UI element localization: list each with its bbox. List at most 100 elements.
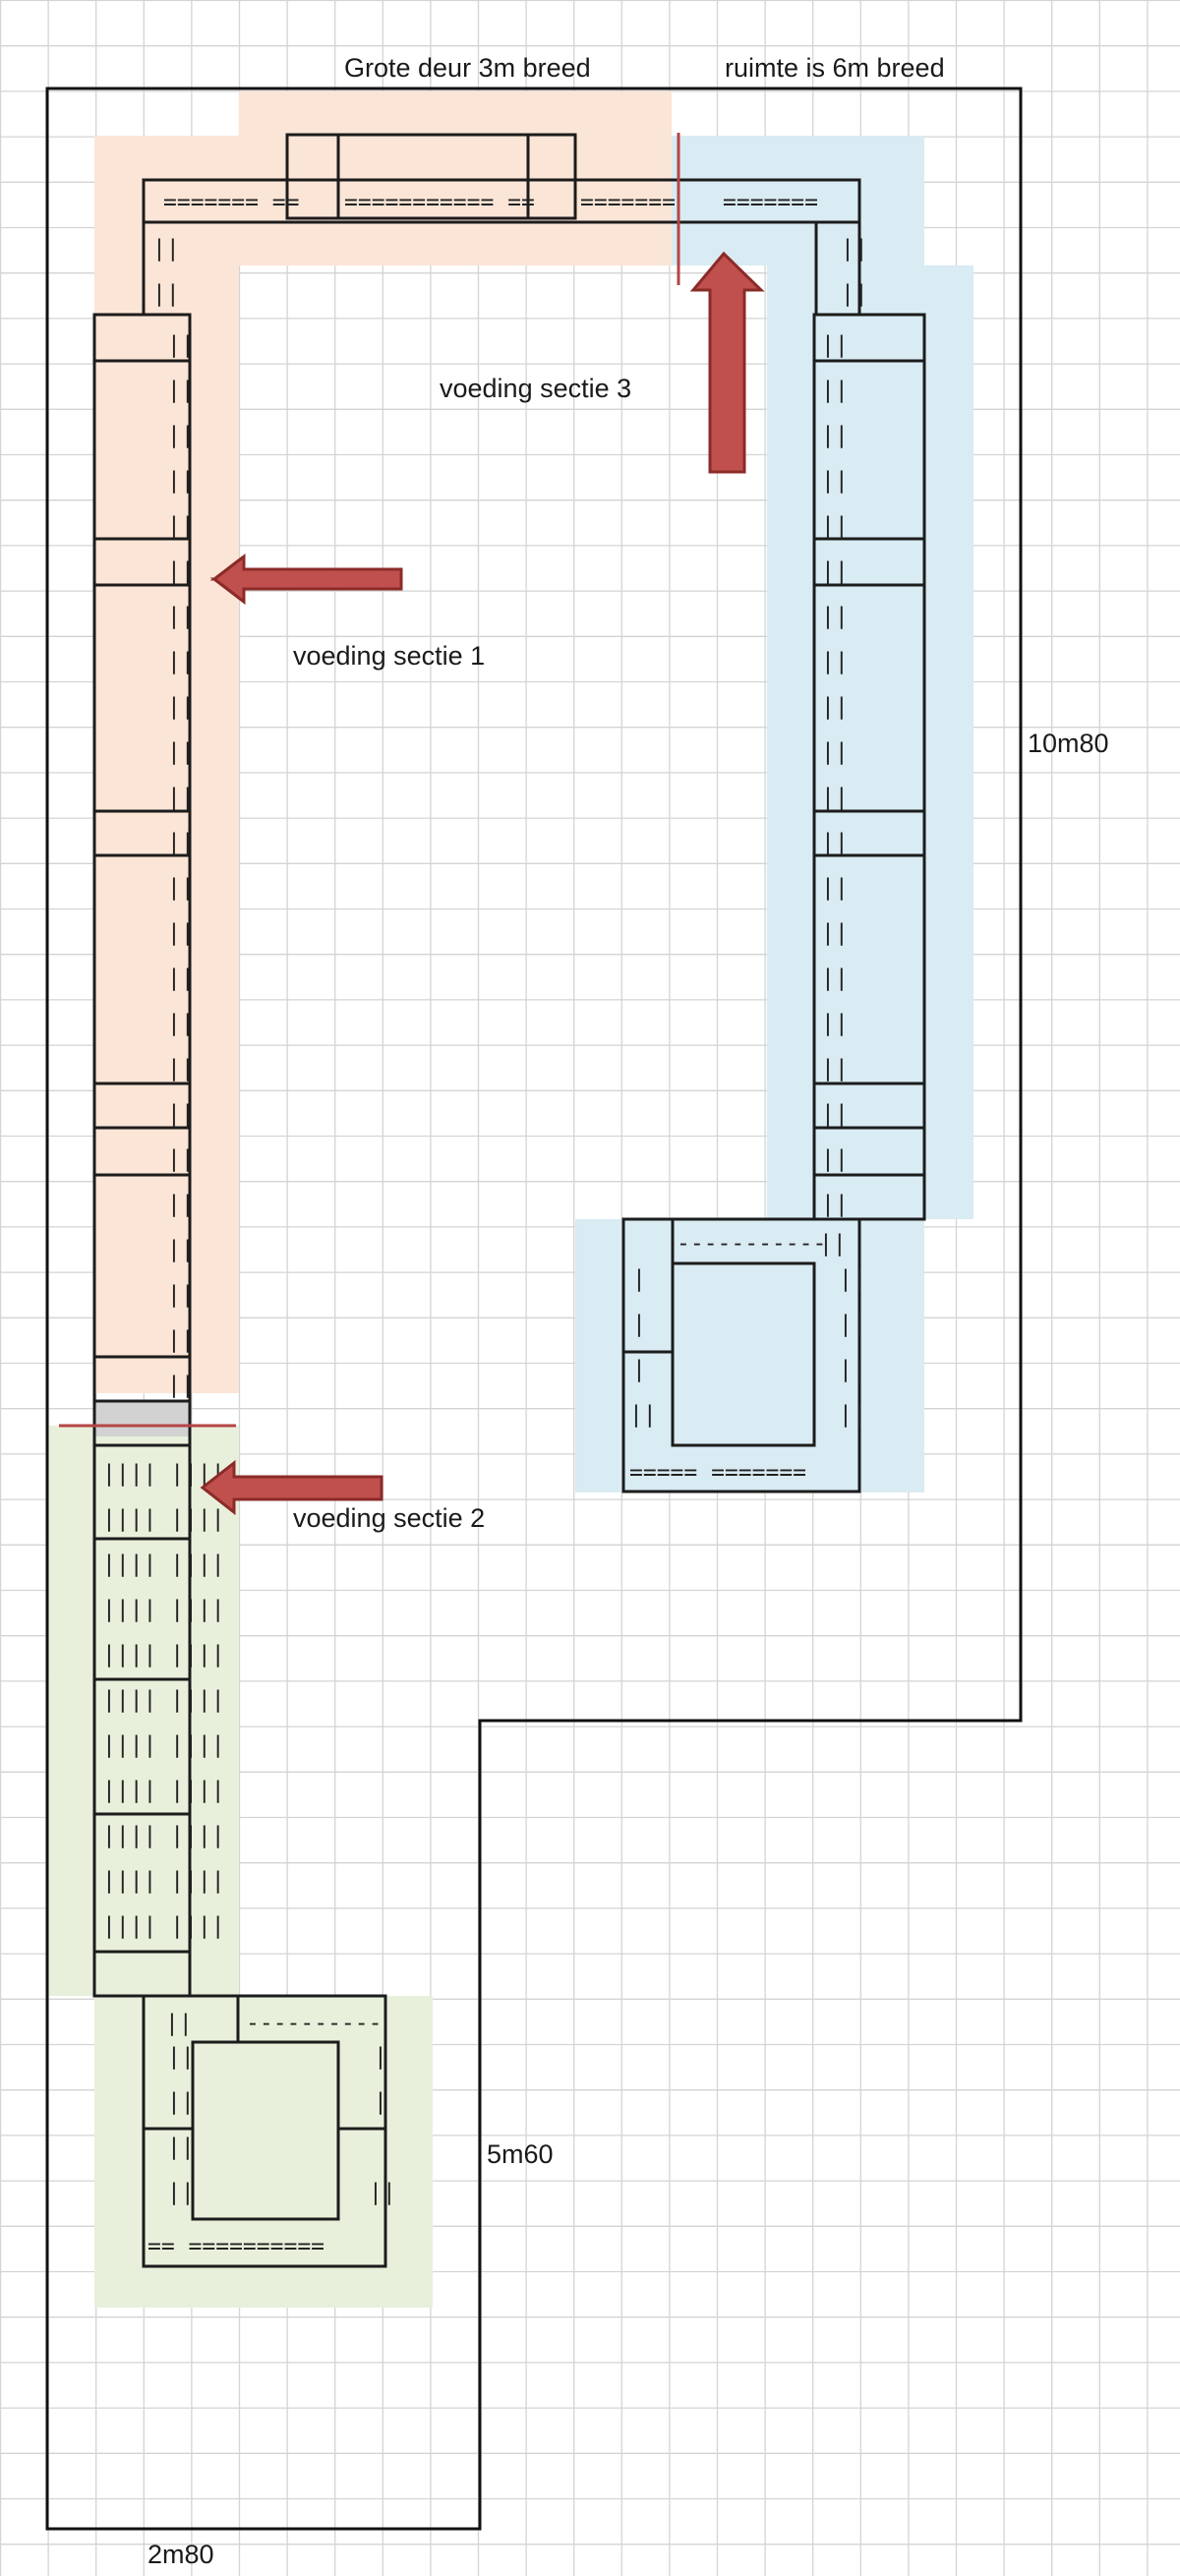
bottom-right-single-1: | [374, 2089, 387, 2115]
room-wall [45, 87, 1023, 2531]
top-dash-d: ======= [723, 190, 818, 215]
zone-section1-0 [239, 91, 672, 136]
right-tick-588: || [821, 558, 849, 584]
left-tick-1094: || [167, 1056, 195, 1082]
top-dash-c: ======= [580, 190, 676, 215]
left-quad-1506: |||| |||| [102, 1461, 225, 1487]
right-loop-joints [623, 1219, 816, 1445]
left-quad-1782: |||| |||| [102, 1732, 225, 1758]
left-tick-772: || [167, 739, 195, 765]
left-quad-1598: |||| |||| [102, 1551, 225, 1577]
room-width-label: ruimte is 6m breed [725, 53, 945, 83]
small-length-label: 5m60 [487, 2139, 554, 2169]
feed-3-arrow [689, 251, 765, 474]
feed-3-label: voeding sectie 3 [440, 374, 631, 403]
bottom-right-tick: || [369, 2180, 396, 2205]
right-tick-680: || [821, 649, 849, 674]
left-quad-1874: |||| |||| [102, 1823, 225, 1848]
track-layout [92, 133, 926, 2268]
left-quad-1966: |||| |||| [102, 1913, 225, 1939]
left-quad-1690: |||| |||| [102, 1642, 225, 1668]
left-tick-864: || [167, 830, 195, 855]
zone-overlap [94, 1401, 190, 1436]
rloop-top-tick: || [819, 1231, 847, 1257]
left-tick-1416: || [167, 1373, 195, 1398]
rloop-right-tick-2: || [839, 1357, 866, 1382]
zone-section3-6 [575, 1219, 924, 1493]
left-tick-818: || [167, 785, 195, 810]
right-tick-542: || [821, 513, 849, 539]
feed-1-arrow-body [211, 553, 403, 606]
bottom-loop-inner [191, 2040, 340, 2221]
right-tick-772: || [821, 739, 849, 765]
top-door-block [336, 133, 530, 220]
left-tick-1324: || [167, 1282, 195, 1308]
right-tick-1186: || [821, 1146, 849, 1172]
length-label: 10m80 [1028, 729, 1109, 758]
top-right-tick-a: || [841, 236, 868, 262]
top-dash-b: =========== == [344, 190, 535, 215]
left-tick-680: || [167, 649, 195, 674]
feed-2-label: voeding sectie 2 [293, 1503, 485, 1533]
top-right-tick-b: || [841, 281, 868, 307]
right-tick-1094: || [821, 1056, 849, 1082]
left-tick-634: || [167, 604, 195, 629]
right-tick-634: || [821, 604, 849, 629]
section-dividers [59, 133, 680, 1428]
bottom-bottom-dash: == ========== [148, 2234, 324, 2259]
feed-1-label: voeding sectie 1 [293, 641, 485, 671]
right-loop-outer [621, 1217, 861, 1493]
left-tick-726: || [167, 694, 195, 720]
rloop-bottom-dash: ===== ======= [629, 1460, 806, 1486]
rloop-left-single-0: | [632, 1266, 646, 1292]
left-tick-588: || [167, 558, 195, 584]
feed-labels: voeding sectie 1 voeding sectie 2 voedin… [293, 374, 631, 1533]
left-tick-1140: || [167, 1101, 195, 1127]
left-tick-496: || [167, 468, 195, 494]
left-tick-542: || [167, 513, 195, 539]
rloop-left-single-2: | [632, 1357, 646, 1382]
right-tick-1140: || [821, 1101, 849, 1127]
zone-section2-3 [49, 1426, 239, 1996]
top-left-tick-a: || [152, 236, 180, 262]
small-width-label: 2m80 [148, 2540, 214, 2569]
rloop-top-dash: ----------- [677, 1231, 826, 1257]
zone-section3-5 [672, 136, 974, 1219]
bottom-left-tick-1: || [167, 2089, 195, 2115]
right-tick-450: || [821, 423, 849, 448]
left-quad-1736: |||| |||| [102, 1687, 225, 1713]
right-run [812, 313, 926, 1221]
right-tick-956: || [821, 920, 849, 946]
bottom-loop-joints [144, 1996, 385, 2131]
feed-arrows [200, 251, 765, 1516]
room-outline [45, 87, 1023, 2531]
bottom-left-tick-2: || [167, 2135, 195, 2160]
left-tick-910: || [167, 875, 195, 901]
left-tick-404: || [167, 378, 195, 403]
zone-section2-4 [94, 1996, 433, 2308]
door-label: Grote deur 3m breed [344, 53, 591, 83]
feed-2-arrow [200, 1459, 384, 1516]
left-tick-956: || [167, 920, 195, 946]
right-tick-726: || [821, 694, 849, 720]
right-tick-818: || [821, 785, 849, 810]
track-markings: ||||||||||||||||||||||||||||||||||||||||… [102, 190, 868, 2259]
right-tick-1232: || [821, 1192, 849, 1217]
dimension-labels: Grote deur 3m breed ruimte is 6m breed 1… [148, 53, 1109, 2569]
bottom-left-tick-3: || [167, 2180, 195, 2205]
right-tick-1002: || [821, 966, 849, 991]
rloop-right-tick-0: || [839, 1266, 866, 1292]
rloop-left-single-1: | [632, 1312, 646, 1337]
right-tick-1048: || [821, 1011, 849, 1036]
bottom-right-single-0: | [374, 2044, 387, 2070]
bottom-left-tick-0: || [167, 2044, 195, 2070]
top-left-tick-b: || [152, 281, 180, 307]
right-tick-864: || [821, 830, 849, 855]
left-tick-1186: || [167, 1146, 195, 1172]
left-tick-358: || [167, 332, 195, 358]
rloop-right-tick-1: || [839, 1312, 866, 1337]
left-quad-1644: |||| |||| [102, 1597, 225, 1622]
top-dash-a: ======= == [163, 190, 299, 215]
right-tick-404: || [821, 378, 849, 403]
